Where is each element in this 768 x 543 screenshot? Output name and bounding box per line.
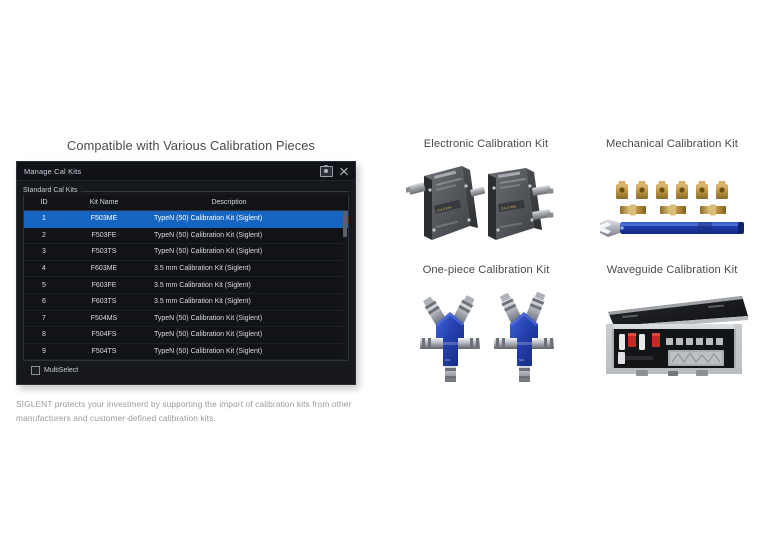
table-header-row: ID Kit Name Description — [24, 195, 348, 211]
table-body: 1 F503ME TypeN (50) Calibration Kit (Sigle… — [24, 211, 348, 361]
svg-text:CAUTION: CAUTION — [436, 205, 452, 213]
dialog-titlebar[interactable]: Manage Cal Kits — [17, 162, 355, 181]
cell-description: TypeN (50) Calibration Kit (Siglent) — [154, 215, 263, 223]
svg-text:SIG: SIG — [519, 358, 525, 362]
mechanical-cal-kit-photo — [600, 181, 744, 237]
screenshot-button[interactable] — [319, 164, 334, 178]
cell-id: 7 — [42, 314, 46, 322]
table-row[interactable]: 6 F603TS 3.5 mm Calibration Kit (Siglent) — [24, 294, 348, 311]
cell-kit-name: F504MS — [90, 314, 118, 322]
dialog-title: Manage Cal Kits — [24, 166, 82, 176]
cell-id: 4 — [42, 265, 46, 273]
table-row[interactable]: 5 F603FE 3.5 mm Calibration Kit (Siglent) — [24, 277, 348, 294]
column-header-name[interactable]: Kit Name — [89, 199, 119, 206]
cell-description: TypeN (50) Calibration Kit (Siglent) — [154, 348, 263, 356]
column-header-description[interactable]: Description — [211, 199, 247, 206]
product-grid: Electronic Calibration Kit — [398, 138, 760, 382]
table-scrollbar-thumb[interactable] — [343, 211, 347, 237]
cell-id: 1 — [42, 215, 46, 223]
cell-kit-name: F603FE — [91, 281, 117, 289]
camera-icon — [320, 164, 333, 177]
standard-cal-kits-group: Standard Cal Kits ID Kit Name Descriptio… — [23, 186, 349, 376]
cell-kit-name: F504FS — [91, 331, 117, 339]
cell-kit-name: F603TS — [91, 298, 117, 306]
multiselect-row[interactable]: MultiSelect — [31, 366, 349, 376]
product-heading-electronic: Electronic Calibration Kit — [423, 138, 549, 150]
cell-kit-name: F504TS — [91, 348, 117, 356]
table-row[interactable]: 2 F503FE TypeN (50) Calibration Kit (Sigle… — [24, 228, 348, 245]
product-cell-electronic: Electronic Calibration Kit — [398, 138, 574, 256]
table-row[interactable]: 9 F504TS TypeN (50) Calibration Kit (Sigle… — [24, 344, 348, 361]
close-icon — [339, 167, 348, 176]
cell-id: 3 — [42, 248, 46, 256]
product-heading-mechanical: Mechanical Calibration Kit — [606, 138, 738, 150]
table-row[interactable]: 7 F504MS TypeN (50) Calibration Kit (Sigle… — [24, 311, 348, 328]
multiselect-checkbox[interactable] — [31, 366, 40, 376]
one-piece-cal-kit-photo: SIG — [420, 291, 554, 382]
table-row[interactable]: 8 F504FS TypeN (50) Calibration Kit (Sigle… — [24, 327, 348, 344]
cell-description: TypeN (50) Calibration Kit (Siglent) — [154, 231, 263, 239]
dialog-caption: SIGLENT protects your investment by supp… — [16, 399, 352, 423]
cell-id: 8 — [42, 331, 46, 339]
cell-id: 5 — [42, 281, 46, 289]
product-cell-one-piece: One-piece Calibration Kit — [398, 264, 574, 382]
cell-kit-name: F503TS — [91, 248, 117, 256]
page-title: Compatible with Various Calibration Piec… — [67, 138, 315, 153]
cell-kit-name: F503FE — [91, 231, 117, 239]
cell-description: TypeN (50) Calibration Kit (Siglent) — [154, 314, 263, 322]
product-cell-waveguide: Waveguide Calibration Kit — [584, 264, 760, 382]
manage-cal-kits-dialog: Manage Cal Kits Standard Cal Kits ID Kit… — [16, 161, 356, 385]
cell-description: 3.5 mm Calibration Kit (Siglent) — [154, 298, 251, 306]
product-heading-one-piece: One-piece Calibration Kit — [422, 264, 550, 276]
cell-description: TypeN (50) Calibration Kit (Siglent) — [154, 248, 263, 256]
group-legend: Standard Cal Kits — [23, 186, 82, 195]
table-row[interactable]: 3 F503TS TypeN (50) Calibration Kit (Sigle… — [24, 244, 348, 261]
product-cell-mechanical: Mechanical Calibration Kit — [584, 138, 760, 256]
table-scrollbar[interactable] — [343, 211, 347, 360]
cell-description: 3.5 mm Calibration Kit (Siglent) — [154, 281, 251, 289]
column-header-id[interactable]: ID — [40, 199, 48, 206]
cal-kits-table[interactable]: ID Kit Name Description 1 F503ME TypeN (50… — [23, 195, 349, 362]
cell-id: 6 — [42, 298, 46, 306]
close-button[interactable] — [336, 165, 351, 178]
multiselect-label: MultiSelect — [44, 367, 79, 375]
waveguide-cal-kit-photo — [606, 296, 748, 376]
table-row[interactable]: 1 F503ME TypeN (50) Calibration Kit (Sigle… — [24, 211, 348, 228]
cell-kit-name: F503ME — [90, 215, 118, 223]
table-row[interactable]: 4 F603ME 3.5 mm Calibration Kit (Siglent) — [24, 261, 348, 278]
group-divider — [23, 190, 349, 192]
cell-description: TypeN (50) Calibration Kit (Siglent) — [154, 331, 263, 339]
cell-id: 9 — [42, 348, 46, 356]
cell-description: 3.5 mm Calibration Kit (Siglent) — [154, 265, 251, 273]
svg-text:SIG: SIG — [445, 358, 451, 362]
left-column: Compatible with Various Calibration Piec… — [16, 138, 366, 425]
electronic-cal-kit-photo: CAUTION — [406, 166, 554, 240]
cell-id: 2 — [42, 231, 46, 239]
svg-text:CAUTION: CAUTION — [501, 205, 517, 211]
cell-kit-name: F603ME — [90, 265, 118, 273]
product-heading-waveguide: Waveguide Calibration Kit — [606, 264, 738, 276]
